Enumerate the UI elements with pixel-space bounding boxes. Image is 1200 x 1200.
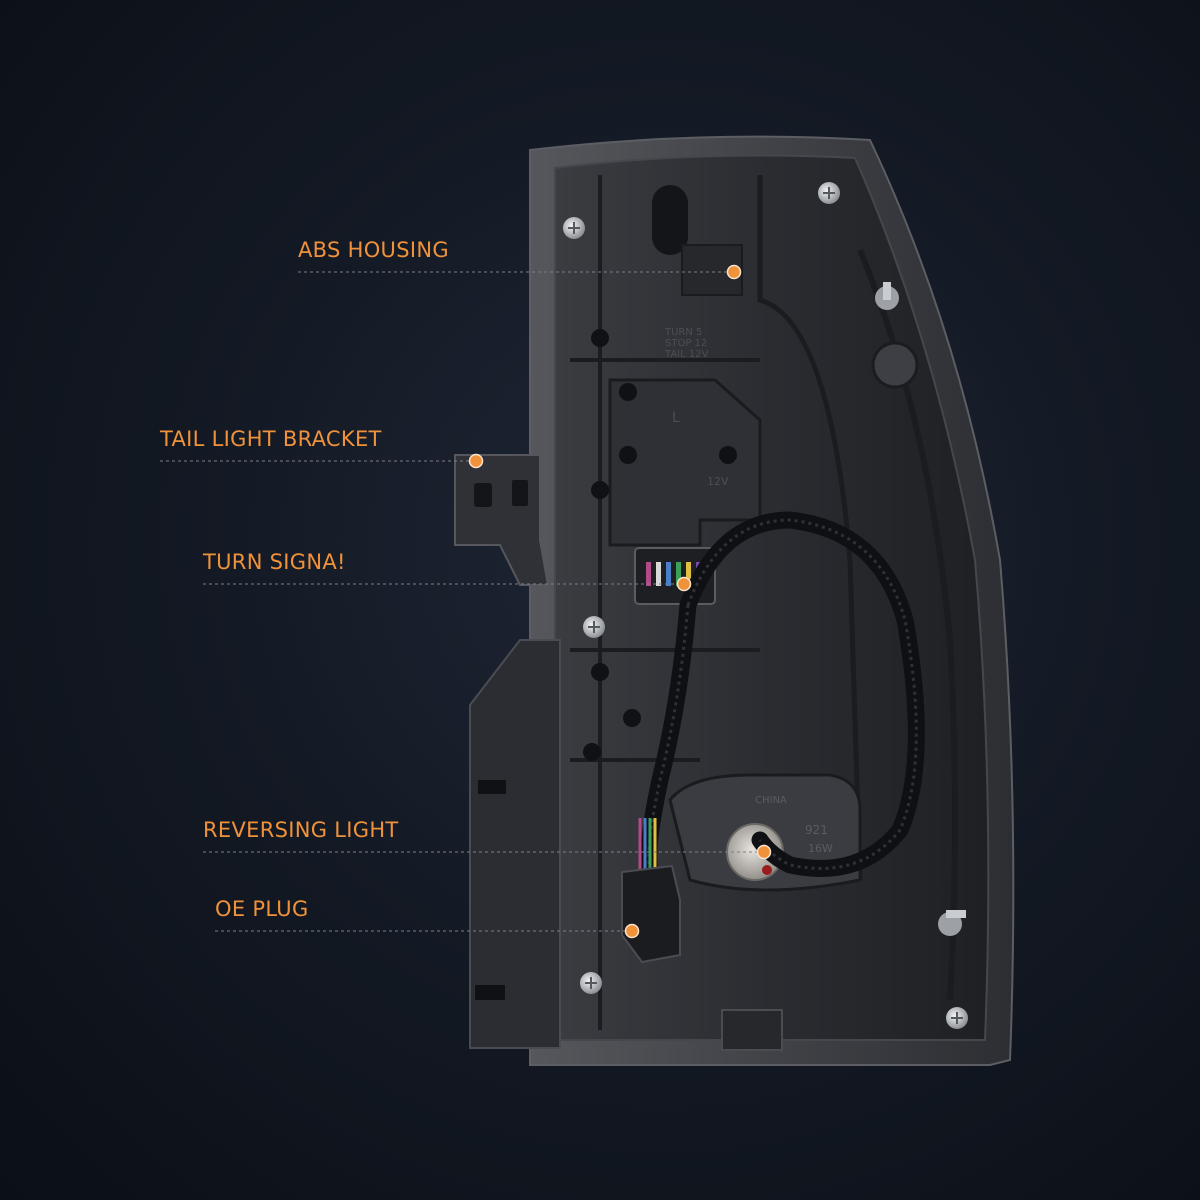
bottom-slot	[475, 985, 505, 1000]
callout-dot-tail-light-bracket	[468, 453, 484, 469]
molded-voltage: 12V	[707, 475, 729, 488]
molded-text-tail: TAIL 12V	[664, 349, 709, 360]
callout-dot-oe-plug	[624, 923, 640, 939]
callout-dot-abs-housing	[726, 264, 742, 280]
callout-label-abs-housing: ABS HOUSING	[298, 238, 449, 262]
oe-plug-wires	[638, 818, 657, 872]
mount-hole	[619, 383, 637, 401]
molded-origin: CHINA	[755, 795, 787, 806]
tail-light-bracket	[454, 454, 550, 586]
mount-hole	[871, 341, 919, 389]
callout-dot-turn-signal	[676, 576, 692, 592]
molded-text-stop: STOP 12	[665, 338, 707, 349]
side-slot	[478, 780, 506, 794]
inner-rib	[757, 175, 863, 881]
callout-dot-reversing-light	[756, 844, 772, 860]
callout-label-reversing-light: REVERSING LIGHT	[203, 818, 399, 842]
callout-label-tail-light-bracket: TAIL LIGHT BRACKET	[160, 427, 382, 451]
mount-hole	[591, 663, 609, 681]
screw	[563, 217, 585, 239]
callout-label-oe-plug: OE PLUG	[215, 897, 309, 921]
center-plate	[608, 378, 762, 547]
molded-text-turn: TURN 5	[664, 327, 702, 338]
screw	[818, 182, 840, 204]
mount-hole	[619, 446, 637, 464]
screw	[583, 616, 605, 638]
screw	[946, 1007, 968, 1029]
socket-contact	[762, 865, 772, 875]
molded-bulb-code: 921	[805, 823, 828, 837]
lower-mount-plate	[469, 639, 561, 1049]
mount-hole	[583, 743, 601, 761]
mount-hole	[591, 481, 609, 499]
mount-hole	[719, 446, 737, 464]
molded-bulb-mark: 16W	[808, 842, 833, 855]
top-slot	[652, 185, 688, 255]
molded-side-mark: L	[672, 410, 680, 426]
bracket-slot	[474, 483, 492, 507]
stud	[938, 910, 966, 936]
mount-hole	[591, 329, 609, 347]
bottom-clip	[721, 1009, 783, 1051]
screw	[580, 972, 602, 994]
stud	[875, 282, 899, 310]
mount-hole	[623, 709, 641, 727]
bracket-slot	[512, 480, 528, 506]
callout-label-turn-signal: TURN SIGNA!	[203, 550, 346, 574]
oe-plug	[621, 864, 681, 964]
